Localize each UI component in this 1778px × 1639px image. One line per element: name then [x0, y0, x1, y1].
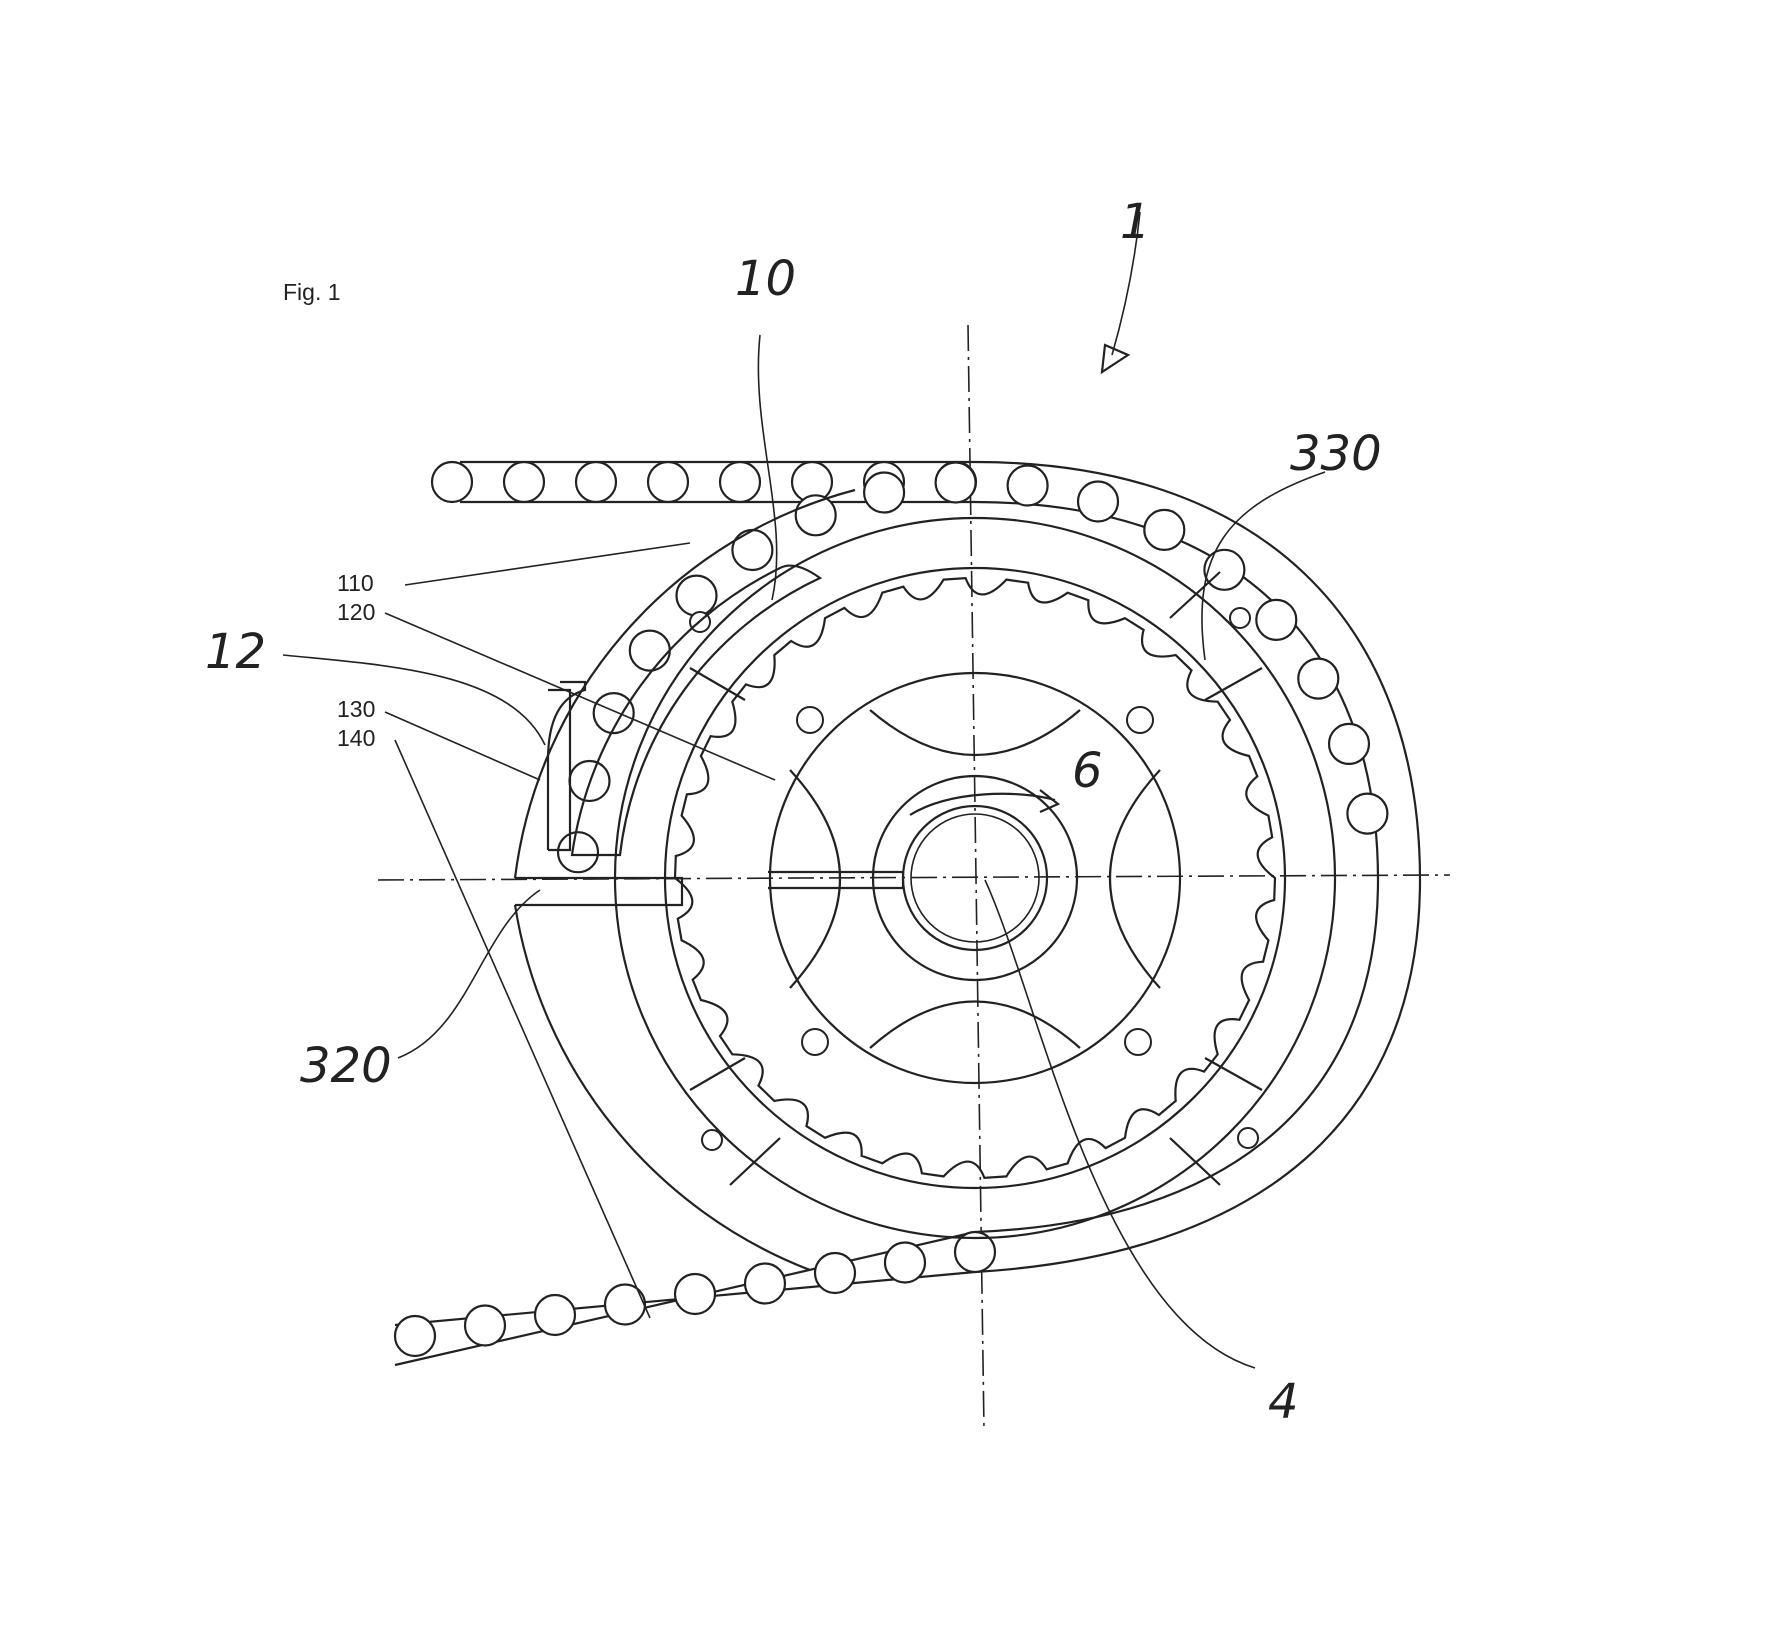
chain-roller: [533, 1293, 577, 1337]
leader-lines: [282, 211, 1326, 1369]
label-320: 320: [300, 1038, 392, 1094]
leader-330: [1201, 471, 1326, 661]
chain-roller: [718, 460, 762, 504]
chain-roller: [1297, 657, 1340, 700]
hub-arc-left: [789, 769, 841, 989]
spoke-5: [729, 1137, 781, 1186]
chain-rollers: [393, 460, 1389, 1358]
chain-roller: [1327, 722, 1371, 766]
chain-roller: [1143, 508, 1186, 552]
chain-roller: [1346, 792, 1389, 835]
inner-hub-circle: [871, 774, 1079, 982]
chain-roller: [953, 1230, 997, 1274]
chain-guide: [513, 488, 856, 1272]
hub-disc: [768, 671, 1182, 1085]
leader-1: [1111, 211, 1141, 356]
leader-140: [394, 739, 651, 1319]
rim-holes: [689, 607, 1259, 1151]
spoke-3: [1204, 1057, 1263, 1091]
chain-roller: [1255, 598, 1298, 642]
label-1: 1: [1120, 194, 1151, 250]
chain-roller: [430, 460, 474, 504]
spoke-2: [1204, 667, 1263, 701]
chain-roller: [731, 528, 774, 572]
chain-roller: [574, 460, 618, 504]
guide-lower-arc: [513, 904, 811, 1272]
leader-4: [984, 879, 1256, 1369]
leader-110: [404, 542, 691, 586]
label-120: 120: [337, 599, 375, 625]
segment-12-inner: [548, 688, 572, 852]
hub-arc-top: [869, 709, 1081, 757]
chain-roller: [592, 691, 635, 735]
arrowhead-icon: [1100, 343, 1131, 375]
label-10: 10: [735, 251, 796, 307]
guide-foot: [515, 876, 684, 907]
chain-roller: [934, 461, 977, 504]
chain-roller: [556, 831, 600, 874]
label-6: 6: [1072, 743, 1103, 799]
spoke-4: [1169, 1137, 1221, 1186]
leader-120: [384, 612, 776, 781]
leader-320: [397, 889, 541, 1059]
leader-10: [757, 334, 778, 601]
chain-roller: [502, 460, 546, 504]
chain-roller: [675, 574, 718, 617]
label-12: 12: [205, 624, 266, 680]
chain-roller: [1076, 480, 1120, 523]
chain-envelope: [394, 460, 1422, 1367]
hub-arc-right: [1109, 769, 1161, 989]
spoke-1: [1169, 571, 1221, 619]
chain-roller: [1203, 548, 1246, 591]
chain-roller: [743, 1262, 787, 1305]
spoke-7: [689, 667, 746, 701]
keyway-slot: [768, 870, 905, 890]
segment-12: [546, 680, 587, 850]
guide-slot: [570, 564, 823, 857]
printed-labels: Fig. 1 110 120 130 140: [283, 279, 375, 751]
leader-12: [282, 654, 546, 746]
chain-roller: [603, 1283, 647, 1326]
guide-outer-arc: [513, 488, 856, 879]
spoke-6: [689, 1057, 746, 1091]
chain-roller: [673, 1272, 717, 1316]
hub-arc-bottom: [869, 1000, 1081, 1049]
label-110: 110: [337, 570, 374, 596]
label-4: 4: [1268, 1374, 1299, 1430]
figure-caption: Fig. 1: [283, 279, 341, 305]
label-330: 330: [1290, 426, 1382, 482]
label-140: 140: [337, 725, 375, 751]
chain-roller: [393, 1314, 437, 1358]
leader-130: [384, 711, 541, 781]
curved-arrow-icon: [909, 789, 1061, 816]
chain-roller: [628, 629, 671, 672]
chain-roller: [883, 1241, 927, 1284]
chain-roller: [646, 460, 690, 504]
handwritten-labels: 1 10 12 330 320 6 4: [205, 194, 1382, 1430]
chain-roller: [862, 471, 906, 514]
chain-roller: [463, 1304, 507, 1347]
shaft-inner: [910, 813, 1040, 943]
chain-roller: [813, 1251, 857, 1295]
chain-roller: [1006, 464, 1049, 507]
label-130: 130: [337, 696, 375, 722]
